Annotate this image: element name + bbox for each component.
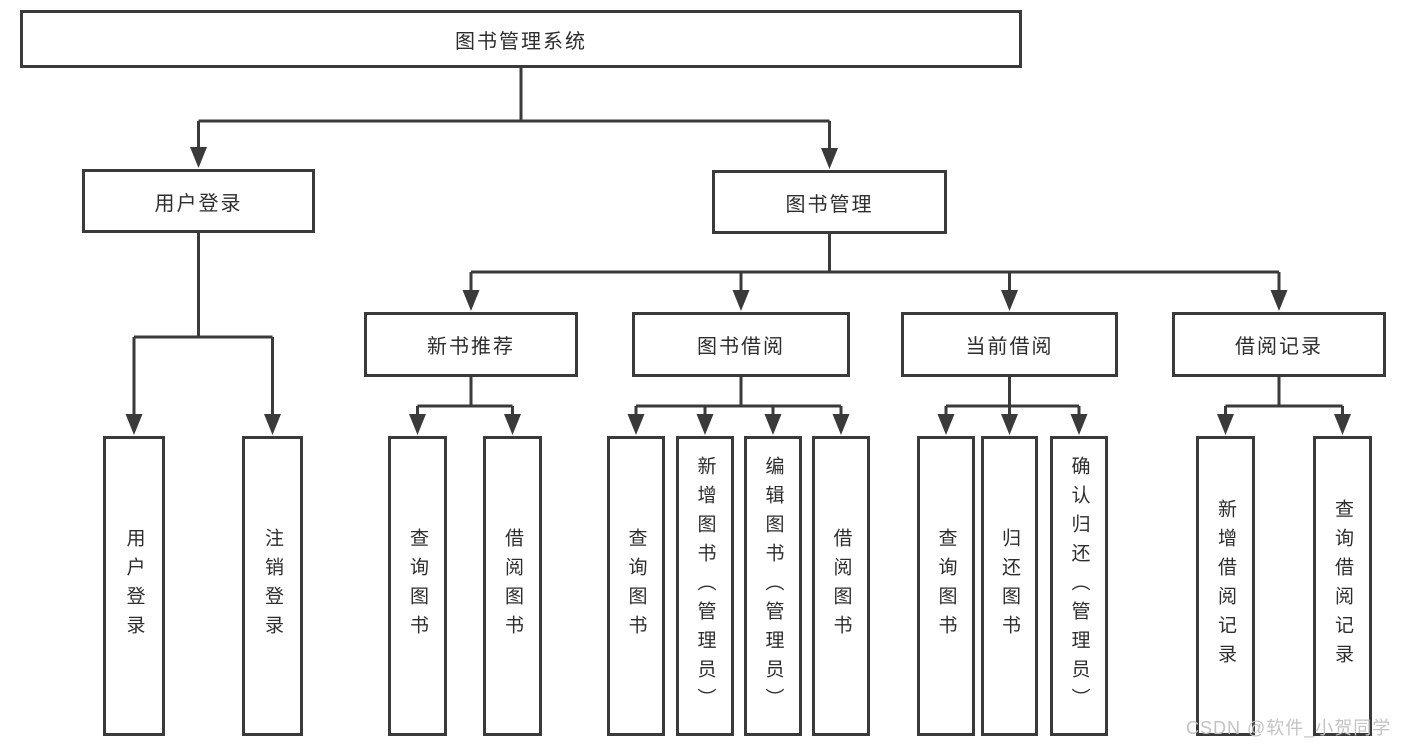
arrow-down-icon	[627, 414, 645, 435]
leaf-label: 注销登录	[262, 528, 283, 644]
node-book-management: 图书管理	[712, 170, 947, 234]
node-root-library-system: 图书管理系统	[20, 10, 1022, 68]
leaf-add-book-admin: 新增图书（管理员）	[676, 436, 734, 736]
leaf-borrow-books-recommend: 借阅图书	[483, 436, 542, 736]
leaf-label: 查询图书	[625, 528, 647, 644]
leaf-label: 确认归还（管理员）	[1068, 455, 1090, 717]
arrow-down-icon	[764, 414, 782, 435]
arrowhead-icons	[125, 147, 1351, 435]
arrow-down-icon	[504, 414, 521, 435]
node-label: 图书借阅	[697, 336, 785, 358]
node-label: 新书推荐	[427, 336, 515, 358]
leaf-confirm-return-admin: 确认归还（管理员）	[1050, 436, 1108, 736]
arrow-down-icon	[1001, 414, 1018, 435]
arrow-down-icon	[409, 414, 426, 435]
leaf-label: 查询借阅记录	[1332, 499, 1353, 673]
leaf-query-borrow-record: 查询借阅记录	[1313, 436, 1372, 736]
leaf-label: 新增图书（管理员）	[694, 455, 716, 717]
leaf-label: 归还图书	[999, 528, 1020, 644]
leaf-label: 查询图书	[407, 528, 428, 644]
arrow-down-icon	[1070, 414, 1088, 435]
watermark-text: CSDN @软件_小贺同学	[1186, 718, 1392, 738]
connector-stems	[132, 68, 1344, 418]
arrow-down-icon	[821, 148, 838, 169]
node-label: 用户登录	[154, 192, 243, 215]
arrow-down-icon	[1270, 290, 1288, 311]
leaf-label: 编辑图书（管理员）	[762, 455, 784, 717]
leaf-user-login: 用户登录	[103, 436, 165, 736]
leaf-label: 用户登录	[123, 528, 145, 644]
leaf-query-books-borrow: 查询图书	[607, 436, 665, 736]
arrow-down-icon	[1334, 414, 1351, 435]
arrow-down-icon	[462, 290, 480, 311]
node-new-book-recommend: 新书推荐	[364, 312, 578, 377]
node-label: 图书管理系统	[455, 30, 587, 53]
leaf-return-book: 归还图书	[981, 436, 1038, 736]
leaf-label: 查询图书	[935, 528, 957, 644]
arrow-down-icon	[264, 414, 281, 435]
arrow-down-icon	[1001, 290, 1018, 311]
arrow-down-icon	[732, 290, 750, 311]
arrow-down-icon	[696, 414, 714, 435]
leaf-edit-book-admin: 编辑图书（管理员）	[744, 436, 802, 736]
leaf-label: 新增借阅记录	[1215, 499, 1236, 673]
node-book-borrow: 图书借阅	[632, 312, 850, 377]
leaf-label: 借阅图书	[830, 528, 852, 644]
node-borrow-records: 借阅记录	[1172, 312, 1386, 377]
leaf-add-borrow-record: 新增借阅记录	[1196, 436, 1255, 736]
leaf-borrow-books: 借阅图书	[812, 436, 870, 736]
node-user-login: 用户登录	[82, 169, 315, 233]
arrow-down-icon	[1217, 414, 1234, 435]
node-label: 当前借阅	[965, 336, 1054, 358]
leaf-label: 借阅图书	[502, 528, 523, 644]
arrow-down-icon	[937, 414, 955, 435]
arrow-down-icon	[125, 414, 143, 435]
node-label: 借阅记录	[1235, 336, 1323, 358]
leaf-query-books-current: 查询图书	[917, 436, 975, 736]
arrow-down-icon	[832, 414, 850, 435]
leaf-query-books-recommend: 查询图书	[388, 436, 447, 736]
node-label: 图书管理	[785, 193, 874, 216]
arrow-down-icon	[190, 147, 207, 168]
node-current-borrow: 当前借阅	[901, 312, 1118, 377]
leaf-logout: 注销登录	[242, 436, 303, 736]
